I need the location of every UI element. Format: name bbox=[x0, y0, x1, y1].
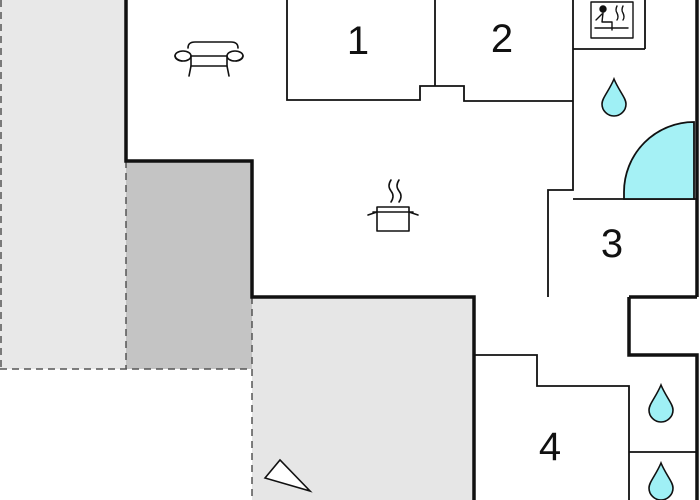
north-arrow-icon bbox=[263, 458, 313, 493]
sauna-icon bbox=[590, 1, 634, 39]
water-drop-icon bbox=[648, 382, 674, 423]
dashed-outline bbox=[0, 0, 253, 500]
water-drop-icon bbox=[601, 76, 627, 117]
sofa-icon bbox=[174, 41, 244, 77]
room-2-label: 2 bbox=[491, 17, 513, 61]
room-3-label: 3 bbox=[601, 222, 623, 266]
cooking-pot-icon bbox=[367, 179, 419, 232]
water-drop-icon bbox=[648, 460, 674, 500]
outdoor-area-left bbox=[0, 0, 126, 369]
shower-quarter-circle-icon bbox=[623, 121, 695, 200]
terrace-area bbox=[252, 297, 473, 500]
room-4-label: 4 bbox=[539, 425, 561, 469]
room-1-label: 1 bbox=[347, 19, 369, 63]
exterior-walls bbox=[124, 0, 699, 500]
covered-area bbox=[126, 161, 252, 369]
interior-walls bbox=[286, 0, 697, 500]
